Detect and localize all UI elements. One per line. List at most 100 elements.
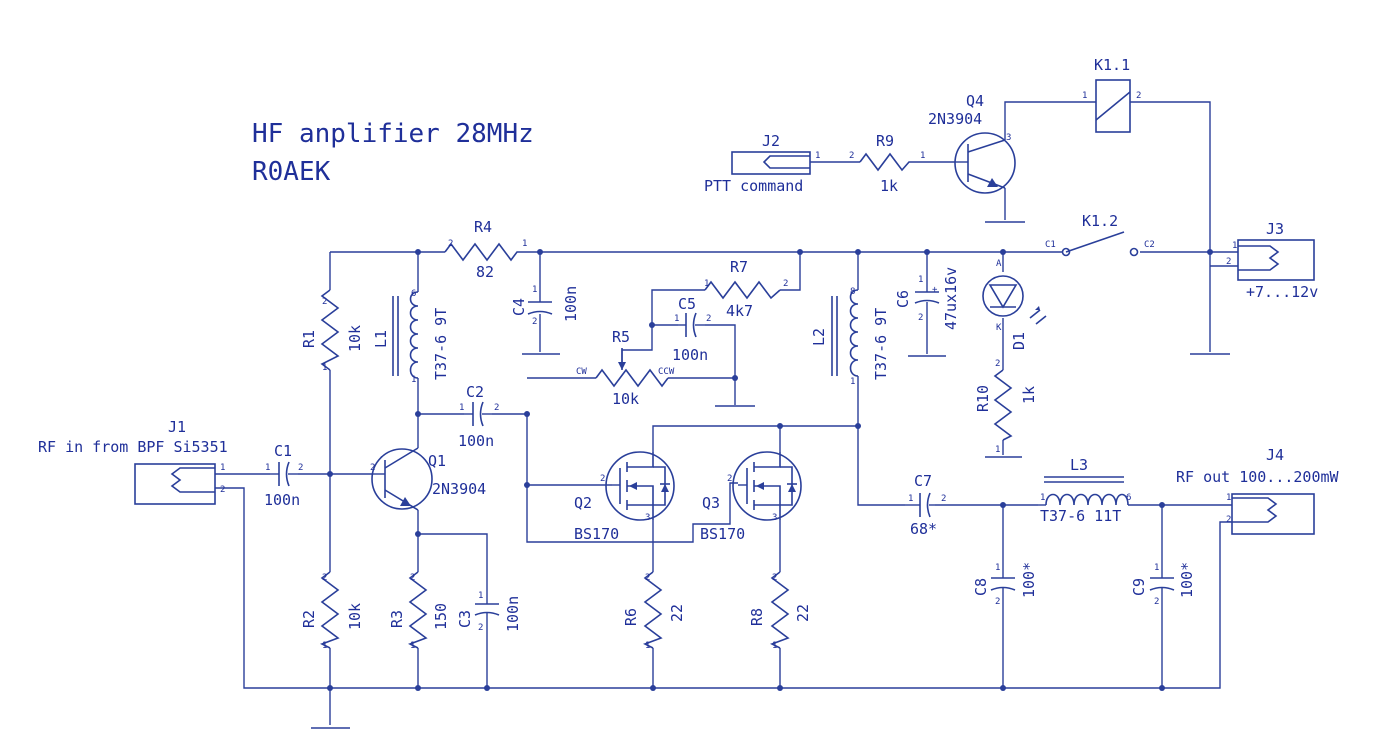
svg-text:1: 1 [908, 494, 913, 504]
resistor-r8: R8 22 2 1 [748, 571, 812, 651]
connector-j4: J4 RF out 100...200mW 1 2 [1176, 446, 1340, 535]
svg-text:3: 3 [645, 513, 650, 523]
svg-text:2: 2 [1154, 597, 1159, 607]
d1-ref: D1 [1010, 332, 1028, 350]
c3-ref: C3 [456, 610, 474, 628]
resistor-r6: R6 22 2 1 [622, 571, 686, 651]
capacitor-c5: C5 100n 1 2 [672, 295, 711, 364]
svg-text:2: 2 [1226, 515, 1231, 525]
c7-value: 68* [910, 520, 937, 538]
l2-value: T37-6 9T [872, 308, 890, 380]
q4-value: 2N3904 [928, 110, 982, 128]
l2-ref: L2 [810, 328, 828, 346]
c1-ref: C1 [274, 442, 292, 460]
svg-text:1: 1 [920, 151, 925, 161]
q4-ref: Q4 [966, 92, 984, 110]
q3-value: BS170 [700, 525, 745, 543]
j1-value: RF in from BPF Si5351 [38, 438, 228, 456]
d1-cathode: K [996, 323, 1002, 333]
k1-2-ref: K1.2 [1082, 212, 1118, 230]
resistor-r4: R4 82 2 1 [444, 218, 540, 281]
j4-value: RF out 100...200mW [1176, 468, 1340, 486]
svg-text:1: 1 [772, 641, 777, 651]
c7-ref: C7 [914, 472, 932, 490]
svg-text:1: 1 [704, 279, 709, 289]
mosfet-q3: Q3 BS170 2 3 [700, 451, 802, 543]
c6-ref: C6 [894, 290, 912, 308]
resistor-r10: R10 1k 2 1 [974, 359, 1038, 455]
capacitor-c2: C2 100n 1 2 [458, 383, 499, 450]
transistor-q1: Q1 2N3904 2 [370, 447, 486, 511]
c2-ref: C2 [466, 383, 484, 401]
svg-text:2: 2 [322, 573, 327, 583]
j1-ref: J1 [168, 418, 186, 436]
r10-value: 1k [1020, 386, 1038, 404]
resistor-r2: R2 10k 2 1 [300, 571, 364, 651]
r5-ccw: CCW [658, 367, 675, 377]
svg-text:2: 2 [532, 317, 537, 327]
capacitor-c4: C4 100n 1 2 [510, 285, 580, 327]
relay-coil-k1-1: K1.1 1 2 [1082, 56, 1141, 133]
svg-text:2: 2 [727, 474, 732, 484]
r4-value: 82 [476, 263, 494, 281]
svg-text:2: 2 [410, 573, 415, 583]
svg-text:2: 2 [772, 573, 777, 583]
r10-ref: R10 [974, 385, 992, 412]
c3-value: 100n [504, 596, 522, 632]
r3-value: 150 [432, 603, 450, 630]
svg-text:6: 6 [411, 289, 416, 299]
capacitor-c6: + C6 47ux16v 1 2 [894, 267, 960, 330]
capacitor-c3: C3 100n 1 2 [456, 590, 522, 633]
title-line-1: HF anplifier 28MHz [252, 119, 534, 149]
c9-ref: C9 [1130, 578, 1148, 596]
svg-text:6: 6 [1126, 493, 1131, 503]
svg-text:2: 2 [645, 573, 650, 583]
c4-ref: C4 [510, 298, 528, 316]
l3-value: T37-6 11T [1040, 507, 1121, 525]
svg-text:8: 8 [850, 287, 855, 297]
q1-value: 2N3904 [432, 480, 486, 498]
j3-value: +7...12v [1246, 283, 1318, 301]
svg-text:1: 1 [220, 463, 225, 473]
svg-text:2: 2 [1226, 257, 1231, 267]
svg-text:1: 1 [674, 314, 679, 324]
svg-text:2: 2 [494, 403, 499, 413]
q2-ref: Q2 [574, 494, 592, 512]
resistor-r7: R7 4k7 1 2 [704, 258, 788, 320]
svg-text:1: 1 [918, 275, 923, 285]
svg-text:2: 2 [1136, 91, 1141, 101]
r7-value: 4k7 [726, 302, 753, 320]
svg-text:1: 1 [478, 591, 483, 601]
svg-text:2: 2 [995, 359, 1000, 369]
svg-text:2: 2 [783, 279, 788, 289]
j2-ref: J2 [762, 132, 780, 150]
ground-symbols [311, 221, 1230, 729]
r5-value: 10k [612, 390, 639, 408]
wires [215, 101, 1232, 725]
r6-ref: R6 [622, 608, 640, 626]
c2-value: 100n [458, 432, 494, 450]
svg-text:1: 1 [410, 641, 415, 651]
l1-value: T37-6 9T [432, 308, 450, 380]
connector-j3: J3 +7...12v 1 2 [1226, 220, 1318, 301]
svg-text:1: 1 [265, 463, 270, 473]
svg-text:1: 1 [532, 285, 537, 295]
c6-plus: + [932, 285, 938, 295]
svg-text:1: 1 [995, 563, 1000, 573]
c8-ref: C8 [972, 578, 990, 596]
inductor-l1: L1 T37-6 9T 6 1 [372, 289, 450, 385]
capacitor-c8: C8 100* 1 2 [972, 560, 1038, 610]
r1-value: 10k [346, 325, 364, 352]
svg-text:2: 2 [600, 474, 605, 484]
j3-ref: J3 [1266, 220, 1284, 238]
svg-text:2: 2 [941, 494, 946, 504]
svg-text:2: 2 [849, 151, 854, 161]
r4-ref: R4 [474, 218, 492, 236]
capacitor-c1: C1 100n 1 2 [264, 442, 303, 509]
c5-ref: C5 [678, 295, 696, 313]
led-d1: A K D1 [982, 259, 1047, 350]
r6-value: 22 [668, 604, 686, 622]
svg-text:1: 1 [815, 151, 820, 161]
q3-ref: Q3 [702, 494, 720, 512]
